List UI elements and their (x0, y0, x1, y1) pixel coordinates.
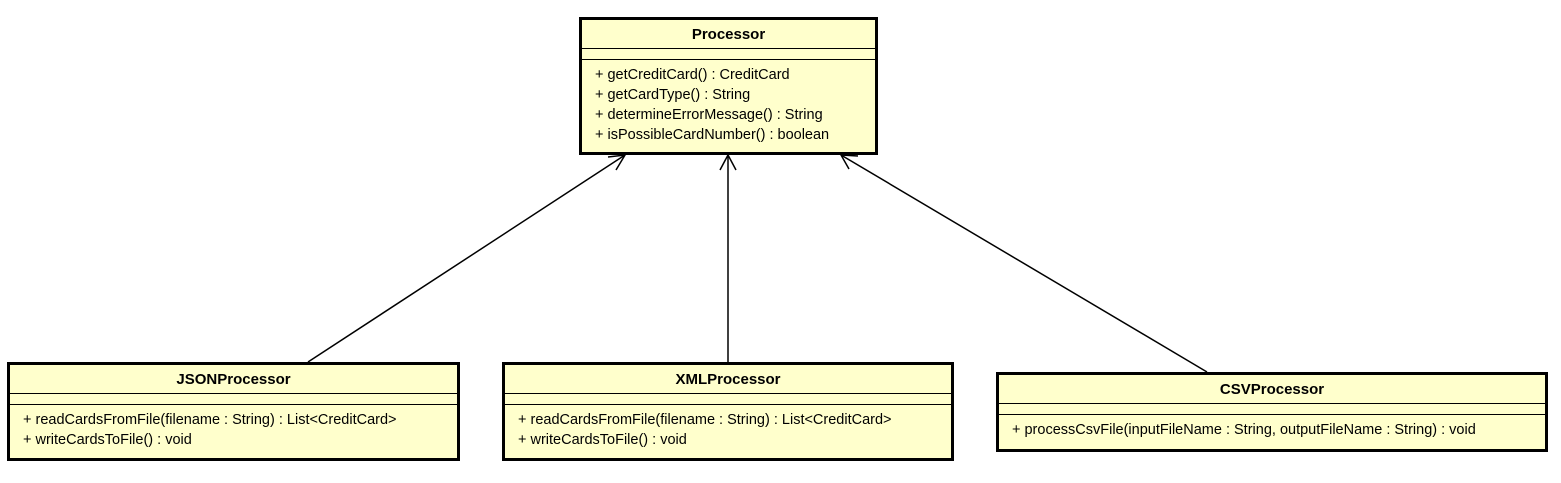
edge-line (840, 154, 1208, 373)
operation: + isPossibleCardNumber() : boolean (595, 127, 830, 143)
operation: + readCardsFromFile(filename : String) :… (23, 412, 397, 428)
edge-csv-to-processor (839, 154, 1208, 373)
attributes-compartment (582, 49, 875, 60)
class-xml-processor[interactable]: XMLProcessor + readCardsFromFile(filenam… (502, 362, 954, 461)
operation: + writeCardsToFile() : void (23, 432, 192, 448)
class-json-processor[interactable]: JSONProcessor + readCardsFromFile(filena… (7, 362, 460, 461)
edge-json-to-processor (307, 154, 627, 363)
operation: + writeCardsToFile() : void (518, 432, 687, 448)
edge-xml-to-processor (719, 153, 737, 362)
operation: + determineErrorMessage() : String (595, 107, 823, 123)
open-arrowhead-icon (839, 154, 859, 170)
class-processor[interactable]: Processor + getCreditCard() : CreditCard… (579, 17, 878, 155)
open-arrowhead-icon (607, 154, 627, 171)
operations-compartment: + getCreditCard() : CreditCard + getCard… (582, 60, 875, 145)
class-name: CSVProcessor (999, 375, 1545, 404)
edge-line (307, 154, 626, 363)
operation: + processCsvFile(inputFileName : String,… (1012, 422, 1476, 438)
class-name: Processor (582, 20, 875, 49)
class-name: XMLProcessor (505, 365, 951, 394)
class-csv-processor[interactable]: CSVProcessor + processCsvFile(inputFileN… (996, 372, 1548, 452)
attributes-compartment (505, 394, 951, 405)
operation: + getCardType() : String (595, 87, 751, 103)
attributes-compartment (10, 394, 457, 405)
operations-compartment: + readCardsFromFile(filename : String) :… (505, 405, 951, 450)
operations-compartment: + processCsvFile(inputFileName : String,… (999, 415, 1545, 440)
operations-compartment: + readCardsFromFile(filename : String) :… (10, 405, 457, 450)
class-name: JSONProcessor (10, 365, 457, 394)
operation: + getCreditCard() : CreditCard (595, 67, 790, 83)
attributes-compartment (999, 404, 1545, 415)
open-arrowhead-icon (719, 153, 737, 171)
operation: + readCardsFromFile(filename : String) :… (518, 412, 892, 428)
